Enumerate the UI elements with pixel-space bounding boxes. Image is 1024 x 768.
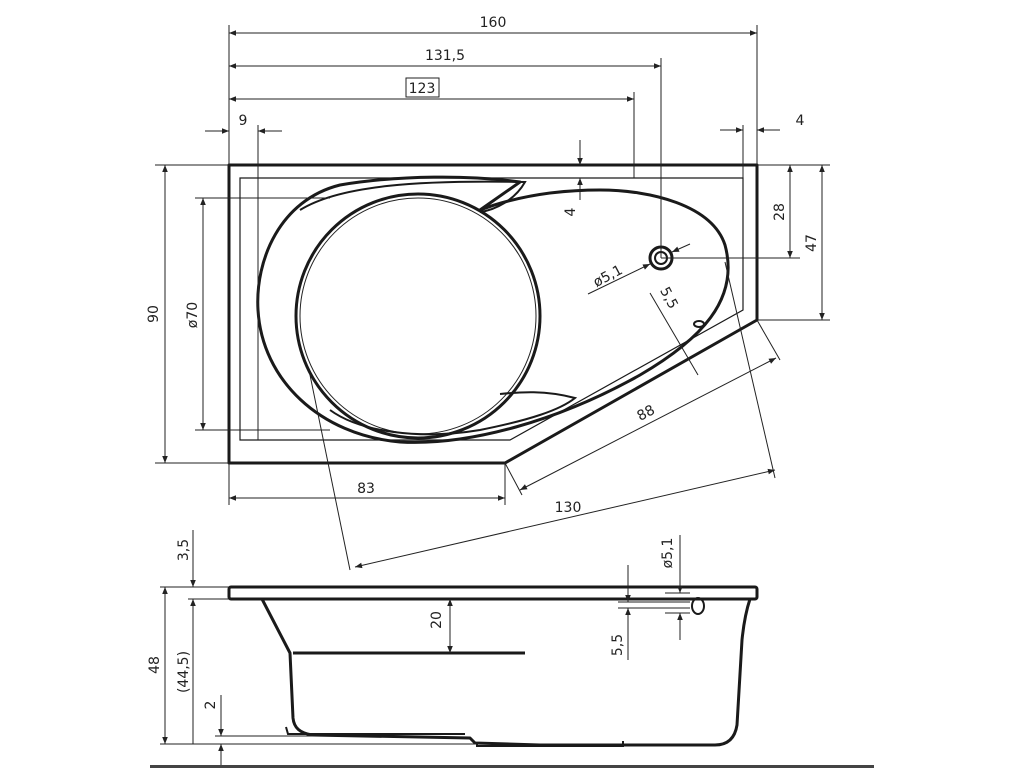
dimension-lines (162, 30, 825, 569)
dim-4-right: 4 (796, 113, 805, 129)
dim-131-5: 131,5 (425, 48, 465, 64)
dim-48: 48 (147, 656, 163, 674)
bottom-border (150, 765, 874, 768)
dim-44-5: (44,5) (176, 651, 192, 693)
side-dimension-lines (162, 530, 683, 768)
side-view: 3,5 48 (44,5) 20 5,5 ø5,1 2 (147, 530, 759, 768)
basin-outline (256, 175, 730, 444)
extension-lines (155, 25, 830, 571)
dim-83: 83 (357, 481, 375, 497)
dim-side-drain-diameter: ø5,1 (660, 538, 676, 569)
dim-47: 47 (804, 234, 820, 252)
dim-2: 2 (203, 701, 219, 710)
dim-drain-offset: 5,5 (656, 285, 681, 312)
overflow-hole (693, 320, 705, 328)
armrest-top (299, 180, 527, 213)
side-extension-lines (160, 586, 690, 745)
side-rim (227, 585, 759, 601)
dim-diameter-70: ø70 (185, 302, 201, 328)
top-view: 160 131,5 123 9 4 4 28 47 90 ø70 83 88 1… (146, 15, 830, 571)
dim-88: 88 (634, 402, 657, 424)
dim-side-5-5: 5,5 (610, 634, 626, 656)
dim-160: 160 (480, 15, 507, 31)
dim-9: 9 (239, 113, 248, 129)
reference-dimension-box (405, 77, 440, 98)
basin-circle (294, 192, 542, 440)
dim-drain-diameter: ø5,1 (591, 262, 626, 291)
dim-20: 20 (429, 611, 445, 629)
dim-123: 123 (409, 81, 436, 97)
dim-4-top: 4 (563, 207, 579, 216)
basin-circle-inner (299, 197, 537, 435)
dim-28: 28 (772, 203, 788, 221)
side-body (260, 598, 752, 747)
side-overflow (691, 597, 705, 615)
dim-130: 130 (555, 500, 582, 516)
base-foot-left (285, 726, 465, 735)
dim-3-5: 3,5 (176, 539, 192, 561)
dim-90: 90 (146, 305, 162, 323)
